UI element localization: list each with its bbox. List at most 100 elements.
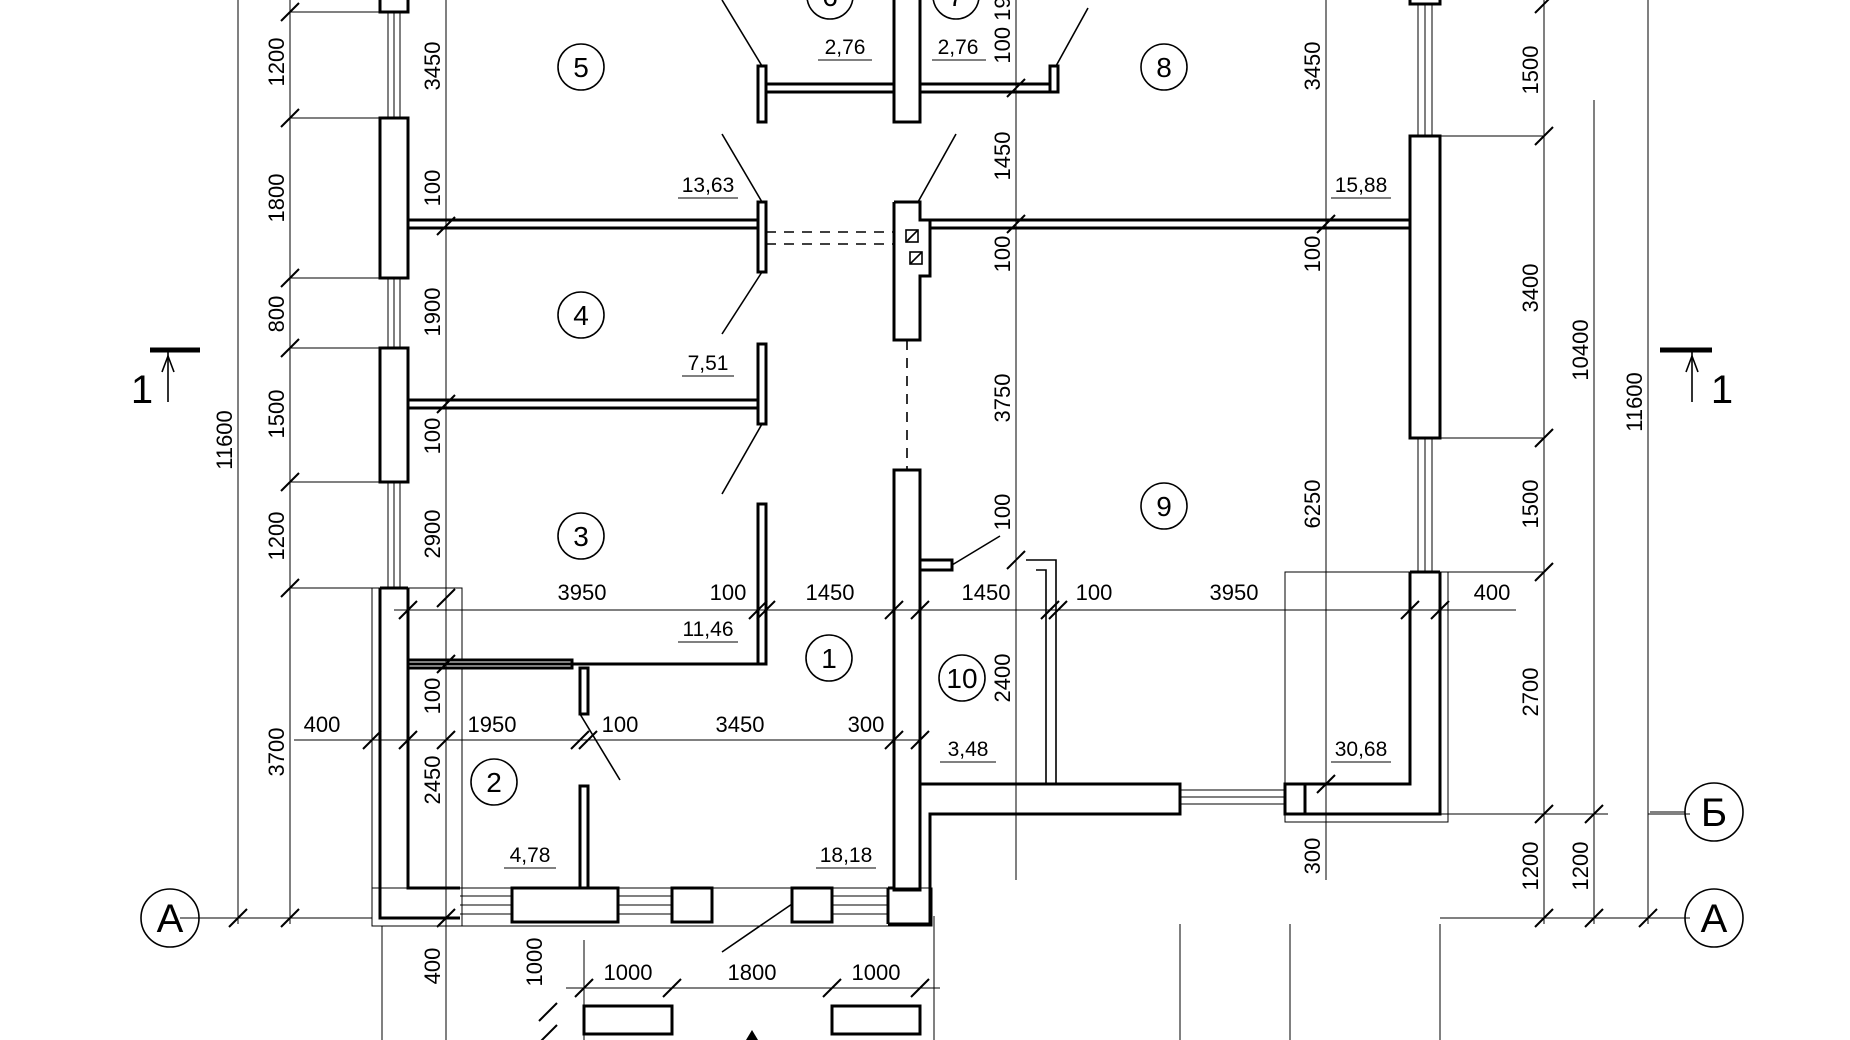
dimension-tick: [662, 978, 682, 998]
dimension-tick: [574, 978, 594, 998]
svg-text:А: А: [157, 897, 184, 941]
dim-row-low: 100: [602, 712, 639, 737]
svg-text:Б: Б: [1701, 791, 1727, 835]
dimension-tick: [280, 338, 300, 358]
dim-row-low: 3450: [716, 712, 765, 737]
area-label: 30,68: [1335, 738, 1388, 761]
dim-left-inner: 3450: [420, 42, 445, 91]
axis-marker-b-right: Б: [1684, 782, 1744, 842]
dim-left-chain: 3700: [264, 728, 289, 777]
dim-right-outer: 11600: [1622, 372, 1647, 432]
dimension-tick: [1316, 774, 1336, 794]
dim-right-axis-gap: 1200: [1568, 842, 1593, 891]
dim-right-chain: 1500: [1518, 46, 1543, 95]
dimension-tick: [1316, 214, 1336, 234]
dimension-tick: [280, 108, 300, 128]
dim-center: 300: [1300, 838, 1325, 875]
dim-left-inner: 100: [420, 418, 445, 455]
svg-text:6: 6: [822, 0, 838, 12]
dimension-tick: [1534, 562, 1554, 582]
dimension-tick: [748, 600, 768, 620]
dim-left-chain: 1200: [264, 38, 289, 87]
svg-text:5: 5: [573, 52, 589, 83]
area-label: 3,48: [948, 738, 989, 761]
dimension-tick: [1006, 78, 1026, 98]
dimension-tick: [436, 908, 456, 928]
dim-left-outer: 11600: [212, 410, 237, 470]
dim-center: 100 19: [990, 0, 1015, 64]
dim-left-inner: 2900: [420, 510, 445, 559]
right-wall-segment: [1408, 0, 1442, 6]
front-glazing: [460, 895, 888, 915]
partition-4-5: [406, 218, 760, 230]
dim-row-mid: 100: [1076, 580, 1113, 605]
dim-row-mid: 3950: [1210, 580, 1259, 605]
section-marks: 1 1: [131, 347, 1733, 412]
dimension-tick: [1534, 0, 1550, 14]
dim-left-inner: 2450: [420, 756, 445, 805]
lower-right-wall: [888, 782, 1182, 926]
dimension-tick: [280, 2, 300, 22]
left-wall-segment: [378, 116, 410, 280]
dim-center: 2400: [990, 654, 1015, 703]
area-label: 15,88: [1335, 174, 1388, 197]
dim-left-chain: 800: [264, 296, 289, 333]
dim-row-mid: 1450: [962, 580, 1011, 605]
dim-left-chain: 1500: [264, 390, 289, 439]
dim-left-chain: 1800: [264, 174, 289, 223]
svg-text:9: 9: [1156, 491, 1172, 522]
dimension-tick: [436, 216, 456, 236]
left-windows: [387, 12, 401, 588]
axis-marker-a-left: А: [140, 888, 200, 948]
svg-text:А: А: [1701, 897, 1728, 941]
area-label: 18,18: [820, 844, 873, 867]
dimension-tick: [280, 908, 300, 928]
dim-row-low: 1950: [468, 712, 517, 737]
section-mark-left: 1: [131, 347, 200, 412]
dimension-tick: [884, 730, 904, 750]
left-lower-wall-outer: [378, 588, 460, 920]
dimension-tick: [228, 908, 248, 928]
central-wall-top: [892, 0, 922, 124]
dim-right-chain: 1500: [1518, 480, 1543, 529]
bottom-right-window: [1180, 789, 1285, 805]
area-label: 7,51: [688, 352, 729, 375]
dimension-tick: [280, 268, 300, 288]
dimension-tick: [1638, 908, 1658, 928]
dim-right-inner: 100: [1300, 236, 1325, 273]
dim-porch: 1000: [604, 960, 653, 985]
dimension-tick: [540, 1024, 558, 1040]
svg-text:8: 8: [1156, 52, 1172, 83]
leader-lines: [579, 0, 1089, 953]
dimension-tick: [910, 978, 930, 998]
dim-porch: 1800: [728, 960, 777, 985]
left-wall-segment: [378, 346, 410, 484]
dimension-tick: [756, 600, 776, 620]
axis-markers: А А Б: [140, 782, 1744, 948]
dim-right-inner: 6250: [1300, 480, 1325, 529]
right-wall-segment: [1408, 134, 1442, 440]
dimension-tick: [280, 578, 300, 598]
partition-8-9: [928, 218, 1412, 230]
dim-right-total: 10400: [1568, 319, 1593, 380]
front-window-left: [510, 886, 620, 924]
room-marker: 7: [932, 0, 980, 20]
room-marker: 2: [470, 758, 518, 806]
porch-pillar: [830, 1004, 922, 1036]
porch-pillar: [582, 1004, 674, 1036]
dim-left-inner: 400: [420, 948, 445, 985]
svg-text:2: 2: [486, 767, 502, 798]
dimension-tick: [1534, 126, 1554, 146]
dimension-tick: [1006, 214, 1026, 234]
dim-right-chain: 2700: [1518, 668, 1543, 717]
svg-text:1: 1: [821, 643, 837, 674]
svg-text:10: 10: [946, 663, 977, 694]
dimension-tick: [436, 394, 456, 414]
section-mark-right: 1: [1660, 347, 1733, 412]
dim-row-mid: 100: [710, 580, 747, 605]
svg-text:3: 3: [573, 521, 589, 552]
room-marker: 8: [1140, 43, 1188, 91]
room-marker: 5: [557, 43, 605, 91]
dim-row-low: 400: [304, 712, 341, 737]
